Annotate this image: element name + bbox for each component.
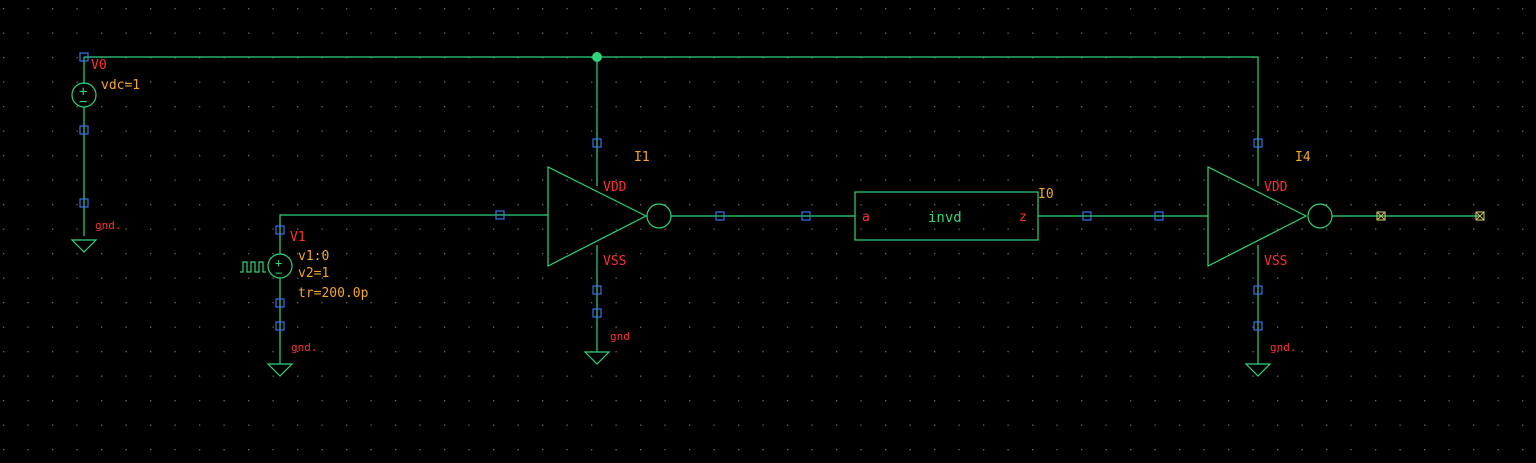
inverter-i1-vss: VSS: [603, 254, 626, 269]
inverter-icon: [1207, 166, 1308, 267]
ground-v1-label: gnd.: [291, 341, 318, 354]
inverter-i4-vdd: VDD: [1264, 180, 1288, 195]
ground-v1: gnd.: [266, 341, 318, 377]
inverter-i1-name: I1: [634, 150, 650, 165]
source-v1[interactable]: + − V1 v1:0 v2=1 tr=200.0p: [240, 214, 500, 364]
grid-dots: [3, 8, 1524, 451]
ground-i1: gnd: [583, 330, 630, 365]
source-v0-param: vdc=1: [101, 78, 140, 93]
inverter-i4[interactable]: I4 VDD VSS: [1207, 138, 1485, 364]
ground-icon: [70, 239, 98, 253]
svg-text:+: +: [79, 84, 87, 100]
svg-text:+: +: [275, 256, 282, 270]
output-terminal-icon: [1376, 211, 1485, 221]
source-v1-param-tr: tr=200.0p: [298, 286, 369, 301]
ground-i4: gnd.: [1244, 341, 1297, 377]
svg-text:−: −: [275, 266, 282, 280]
source-v0[interactable]: + − V0 vdc=1: [71, 52, 140, 236]
block-i0-invd[interactable]: invd a z I0: [854, 187, 1208, 241]
ground-i4-label: gnd.: [1270, 341, 1297, 354]
pulse-waveform-icon: [240, 261, 266, 273]
ground-icon: [266, 363, 294, 377]
inverter-i1-vdd: VDD: [603, 180, 627, 195]
ground-icon: [1244, 363, 1272, 377]
source-v1-name: V1: [290, 230, 306, 245]
ground-icon: [583, 351, 611, 365]
inverter-i4-name: I4: [1295, 150, 1311, 165]
ground-v0: gnd.: [70, 219, 122, 253]
block-i0-cell: invd: [928, 210, 962, 226]
source-v1-param-v2: v2=1: [298, 266, 329, 281]
ground-i1-label: gnd: [610, 330, 630, 343]
block-i0-pin-a: a: [862, 210, 870, 225]
svg-text:−: −: [79, 94, 87, 110]
inverter-i1[interactable]: I1 VDD VSS: [495, 138, 855, 352]
inverter-icon: [547, 166, 648, 267]
ground-v0-label: gnd.: [95, 219, 122, 232]
source-v1-param-v1: v1:0: [298, 249, 329, 264]
net-junction: [592, 52, 602, 62]
block-i0-pin-z: z: [1019, 210, 1027, 225]
source-v0-name: V0: [91, 58, 107, 73]
inverter-i4-vss: VSS: [1264, 254, 1287, 269]
block-i0-name: I0: [1038, 187, 1054, 202]
vdd-net[interactable]: [83, 52, 1259, 186]
